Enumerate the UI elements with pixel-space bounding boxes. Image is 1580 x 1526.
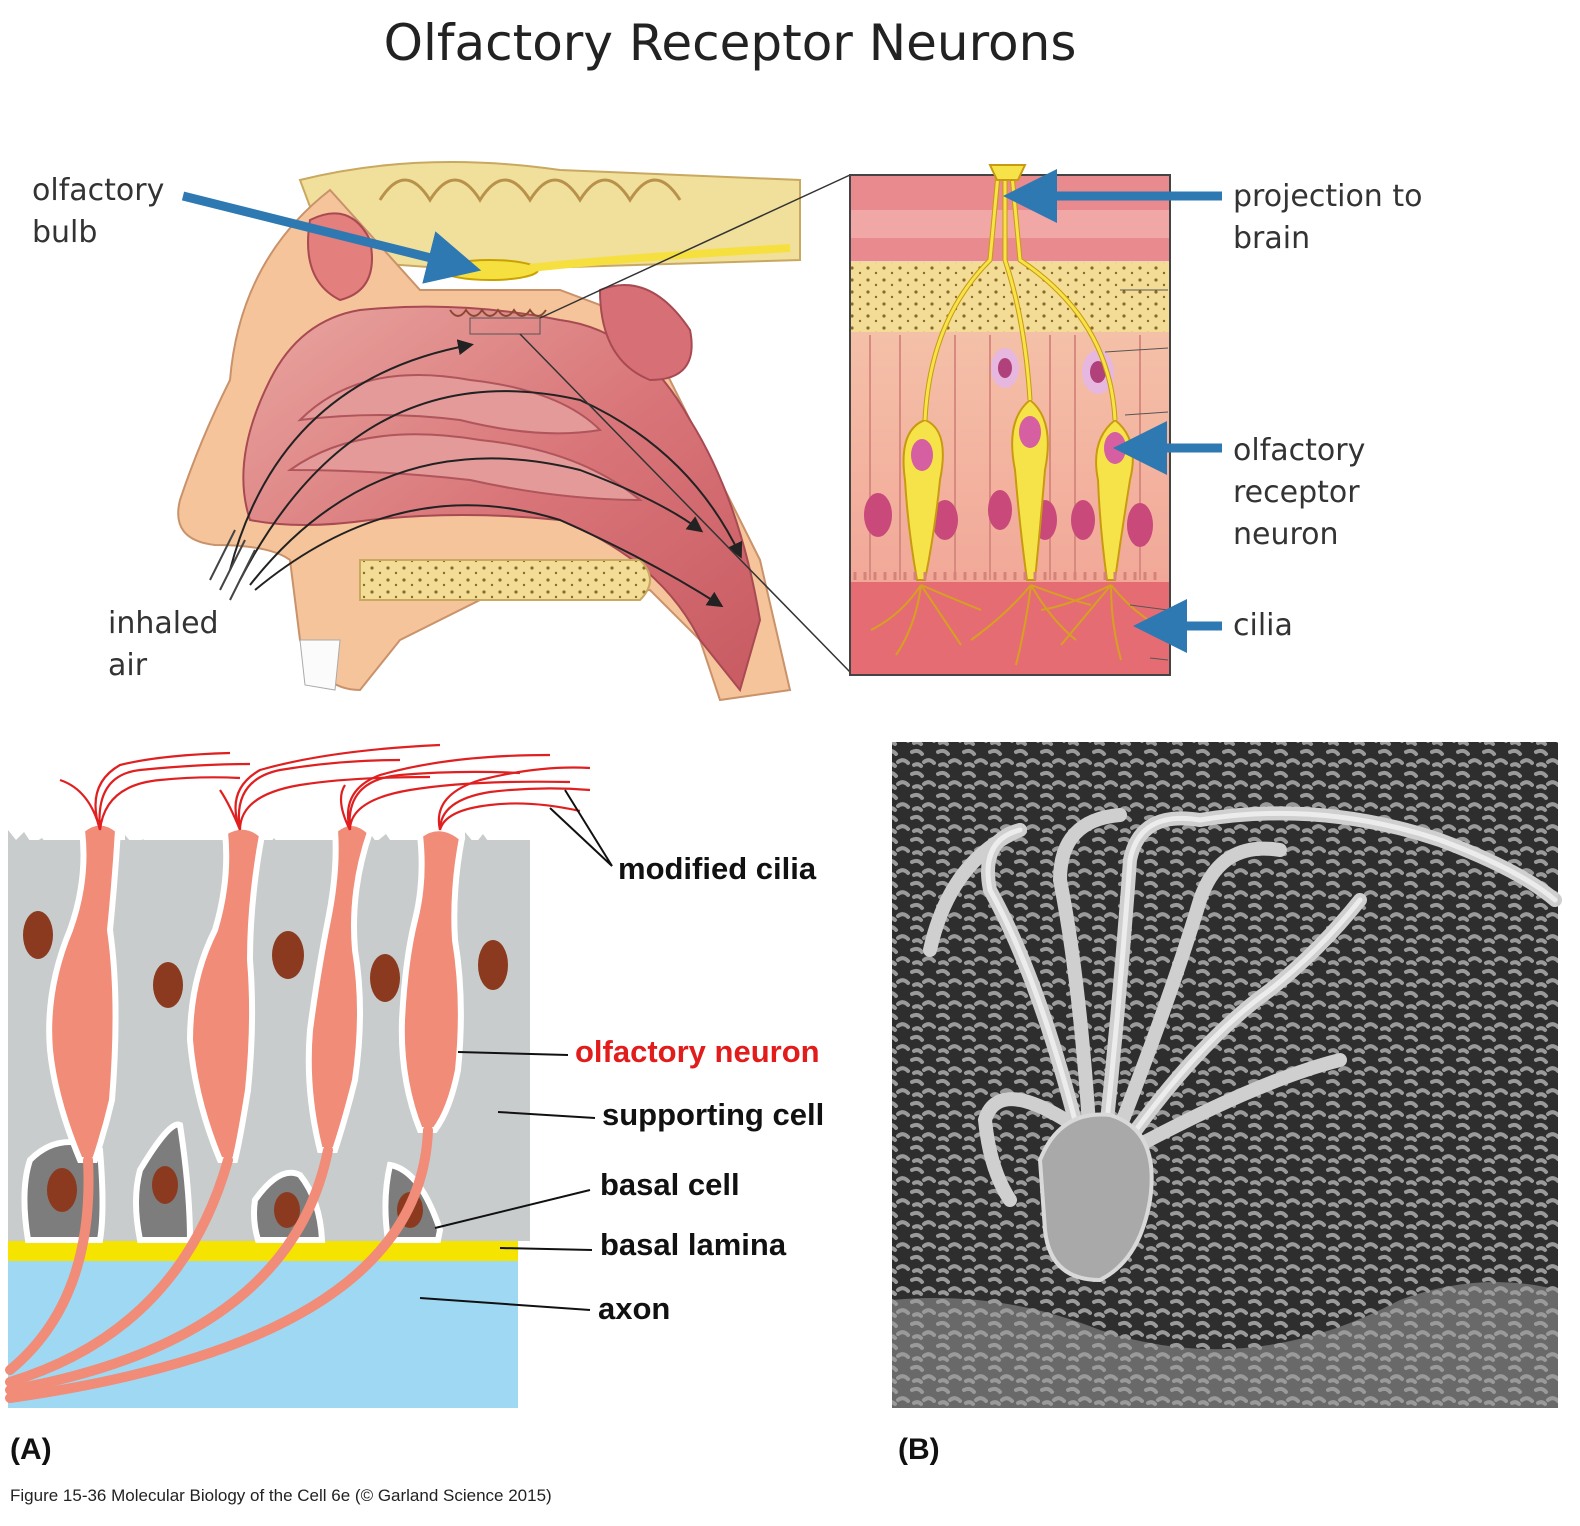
epithelium-magnified-illustration [849, 164, 1171, 676]
panel-a-schematic [5, 743, 591, 1408]
label-axon: axon [598, 1291, 671, 1326]
label-inhaled-air: inhaled air [108, 603, 219, 687]
panel-tag-b: (B) [898, 1433, 940, 1466]
panel-tag-a: (A) [10, 1433, 52, 1466]
page-title: Olfactory Receptor Neurons [383, 14, 1077, 72]
label-basal-lamina: basal lamina [600, 1227, 787, 1262]
label-inhaled-air-line1: inhaled [108, 606, 219, 641]
label-orn-line2: receptor [1233, 475, 1360, 510]
label-olfactory-bulb-line1: olfactory [32, 173, 165, 208]
label-projection-line1: projection to [1233, 179, 1423, 214]
label-orn-line3: neuron [1233, 517, 1339, 552]
panel-b-micrograph [892, 742, 1562, 1408]
label-olfactory-bulb-line2: bulb [32, 215, 98, 250]
label-inhaled-air-line2: air [108, 648, 148, 683]
label-orn-line1: olfactory [1233, 433, 1366, 468]
label-olfactory-receptor-neuron: olfactory receptor neuron [1233, 430, 1365, 556]
label-basal-cell: basal cell [600, 1167, 740, 1202]
label-cilia: cilia [1233, 608, 1293, 643]
label-projection-to-brain: projection to brain [1233, 176, 1422, 260]
label-supporting-cell: supporting cell [602, 1097, 825, 1132]
label-olfactory-neuron: olfactory neuron [575, 1034, 820, 1069]
nasal-cavity-illustration [177, 161, 851, 702]
annotation-arrows-top [181, 169, 1222, 653]
panel-a-leader-lines [419, 789, 613, 1311]
figure-caption: Figure 15-36 Molecular Biology of the Ce… [10, 1486, 552, 1505]
label-projection-line2: brain [1233, 221, 1311, 256]
label-olfactory-bulb: olfactory bulb [32, 170, 164, 254]
label-modified-cilia: modified cilia [618, 851, 817, 886]
